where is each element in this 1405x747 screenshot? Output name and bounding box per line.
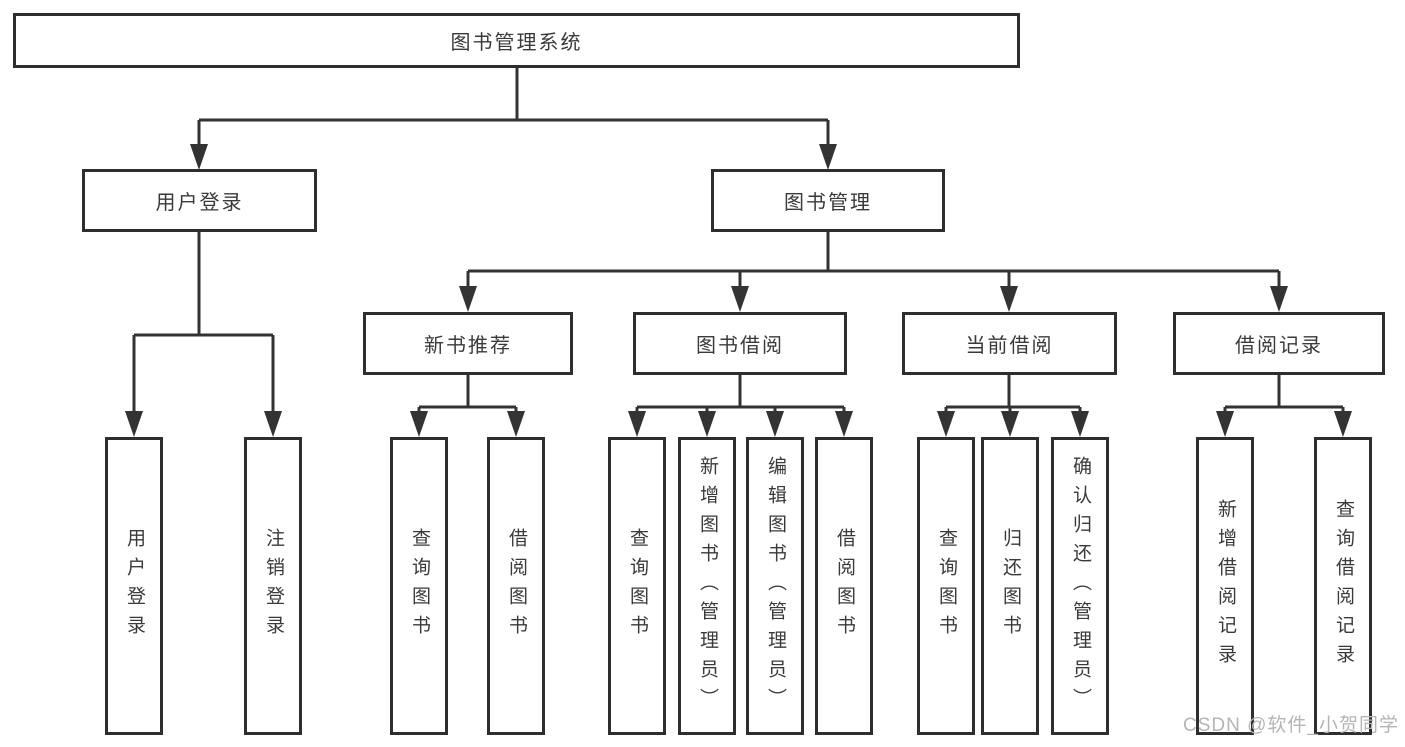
arrowhead-icon (1216, 411, 1234, 437)
arrowhead-icon (1270, 286, 1288, 312)
leaf-add-books-admin: 新增图书（管理员） (678, 437, 736, 735)
leaf-label: 查询图书 (935, 528, 957, 644)
node-label: 当前借阅 (965, 335, 1054, 357)
leaf-logout-login: 注销登录 (244, 437, 302, 735)
node-new-book-recommendation: 新书推荐 (363, 312, 573, 375)
node-label: 图书管理 (784, 192, 872, 214)
leaf-edit-books-admin: 编辑图书（管理员） (746, 437, 804, 735)
arrowhead-icon (731, 286, 749, 312)
leaf-label: 查询借阅记录 (1332, 499, 1354, 673)
arrowhead-icon (819, 144, 837, 170)
watermark-text: CSDN @软件_小贺同学 (1183, 715, 1399, 736)
arrowhead-icon (264, 411, 282, 437)
node-book-management: 图书管理 (711, 169, 945, 232)
node-library-system: 图书管理系统 (13, 13, 1020, 68)
arrowheads-group (125, 144, 1352, 437)
leaf-query-borrow-record: 查询借阅记录 (1314, 437, 1372, 735)
node-borrowing-records: 借阅记录 (1173, 312, 1385, 375)
arrowhead-icon (1071, 411, 1089, 437)
node-label: 用户登录 (155, 192, 244, 214)
arrowhead-icon (507, 411, 525, 437)
leaf-label: 新增借阅记录 (1214, 499, 1236, 673)
leaf-label: 借阅图书 (833, 528, 855, 644)
arrowhead-icon (1001, 411, 1019, 437)
node-label: 新书推荐 (424, 335, 512, 357)
leaf-label: 查询图书 (408, 528, 430, 644)
arrowhead-icon (1000, 286, 1018, 312)
leaf-label: 借阅图书 (505, 528, 527, 644)
node-label: 借阅记录 (1235, 335, 1323, 357)
leaf-user-login: 用户登录 (105, 437, 163, 735)
leaf-query-books-current: 查询图书 (917, 437, 975, 735)
node-label: 图书借阅 (696, 335, 784, 357)
leaf-confirm-return-admin: 确认归还（管理员） (1051, 437, 1109, 735)
arrowhead-icon (628, 411, 646, 437)
leaf-query-books-borrowing: 查询图书 (608, 437, 666, 735)
node-user-login: 用户登录 (82, 169, 317, 232)
leaf-label: 编辑图书（管理员） (764, 455, 786, 717)
node-current-borrowing: 当前借阅 (902, 312, 1117, 375)
leaf-label: 新增图书（管理员） (696, 455, 718, 717)
arrowhead-icon (937, 411, 955, 437)
arrowhead-icon (459, 286, 477, 312)
arrowhead-icon (1334, 411, 1352, 437)
leaf-label: 归还图书 (999, 528, 1021, 644)
arrowhead-icon (766, 411, 784, 437)
arrowhead-icon (125, 411, 143, 437)
leaf-label: 注销登录 (262, 528, 284, 644)
node-label: 图书管理系统 (450, 32, 583, 54)
leaf-borrow-books-borrowing: 借阅图书 (815, 437, 873, 735)
leaf-label: 确认归还（管理员） (1069, 455, 1091, 717)
arrowhead-icon (410, 411, 428, 437)
leaf-add-borrow-record: 新增借阅记录 (1196, 437, 1254, 735)
arrowhead-icon (835, 411, 853, 437)
arrowhead-icon (698, 411, 716, 437)
leaf-query-books-recommendation: 查询图书 (390, 437, 448, 735)
leaf-label: 查询图书 (626, 528, 648, 644)
leaf-label: 用户登录 (123, 528, 145, 644)
node-book-borrowing: 图书借阅 (633, 312, 847, 375)
leaf-return-books: 归还图书 (981, 437, 1039, 735)
arrowhead-icon (190, 144, 208, 170)
leaf-borrow-books-recommendation: 借阅图书 (487, 437, 545, 735)
